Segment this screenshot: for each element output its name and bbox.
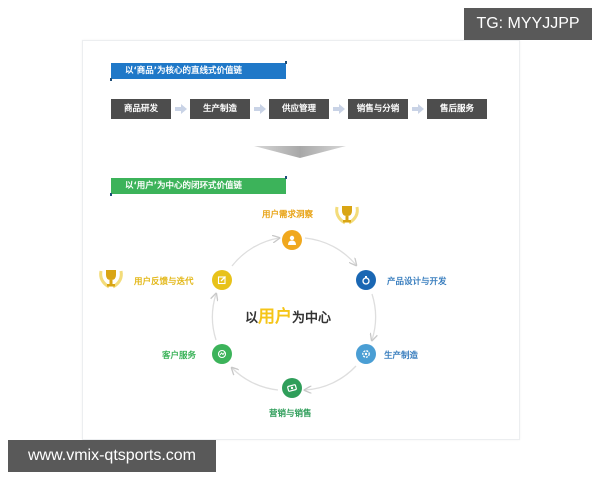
trophy-icon: [335, 206, 359, 225]
step-sales-distribution: 销售与分销: [348, 99, 408, 119]
money-icon: [287, 384, 297, 392]
node-user-insight: [282, 230, 302, 250]
lightbulb-icon: [362, 276, 370, 285]
user-icon: [288, 235, 296, 245]
watermark-bottom-left: www.vmix-qtsports.com: [8, 440, 216, 472]
arrow-right-icon: [412, 104, 424, 114]
label-marketing-sales: 营销与销售: [269, 409, 312, 419]
node-marketing-sales: [282, 378, 302, 398]
service-icon: [217, 349, 227, 359]
label-product-design: 产品设计与开发: [387, 277, 447, 287]
gear-icon: [362, 350, 370, 358]
node-customer-service: [212, 344, 232, 364]
center-prefix: 以: [245, 311, 259, 326]
label-customer-service: 客户服务: [162, 351, 197, 361]
label-manufacturing: 生产制造: [384, 351, 419, 361]
trophy-icon: [99, 270, 123, 289]
step-manufacturing: 生产制造: [190, 99, 250, 119]
center-text: 以用户为中心: [245, 302, 331, 327]
center-suffix: 为中心: [292, 311, 332, 326]
node-manufacturing: [356, 344, 376, 364]
linear-chain-title: 以‘商品’为核心的直线式价值链: [110, 61, 287, 81]
step-product-rd: 商品研发: [111, 99, 171, 119]
arrow-right-icon: [333, 104, 345, 114]
down-arrow-icon: [254, 146, 346, 158]
label-feedback-iteration: 用户反馈与迭代: [134, 277, 194, 287]
edit-icon: [217, 276, 226, 285]
center-highlight: 用户: [258, 307, 293, 327]
node-product-design: [356, 270, 376, 290]
arrow-right-icon: [175, 104, 187, 114]
label-user-insight: 用户需求洞察: [262, 210, 314, 220]
step-after-sales: 售后服务: [427, 99, 487, 119]
watermark-top-right: TG: MYYJJPP: [464, 8, 592, 40]
node-feedback-iteration: [212, 270, 232, 290]
arrow-right-icon: [254, 104, 266, 114]
closed-loop-title: 以‘用户’为中心的闭环式价值链: [110, 176, 287, 196]
step-supply-management: 供应管理: [269, 99, 329, 119]
